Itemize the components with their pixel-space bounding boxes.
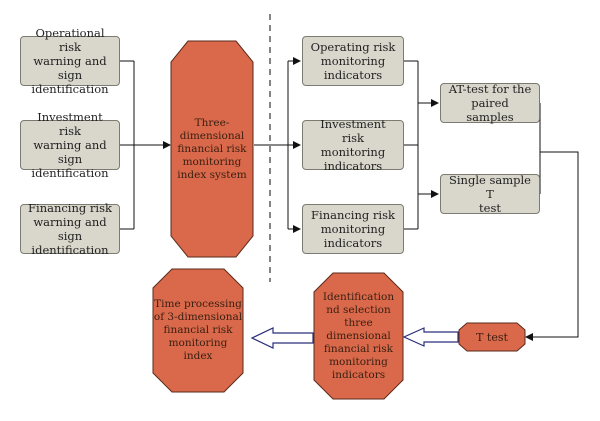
t-test-octagon: T test bbox=[458, 322, 526, 352]
operating-indicators-label: Operating risk monitoring indicators bbox=[310, 40, 396, 82]
hollow-arrow-to-identification bbox=[402, 327, 459, 347]
investment-risk-label: Investment risk warning and sign identif… bbox=[31, 110, 109, 180]
financing-risk-label: Financing risk warning and sign identifi… bbox=[28, 201, 112, 257]
single-sample-test-label: Single sample T test bbox=[449, 173, 531, 215]
connector-line bbox=[530, 103, 579, 338]
t-test-label: T test bbox=[476, 330, 508, 344]
operational-risk-box: Operational risk warning and sign identi… bbox=[20, 26, 120, 96]
paired-samples-test-label: AT-test for the paired samples bbox=[448, 82, 532, 124]
investment-risk-box: Investment risk warning and sign identif… bbox=[20, 110, 120, 180]
operational-risk-label: Operational risk warning and sign identi… bbox=[31, 26, 109, 96]
financing-indicators-box: Financing risk monitoring indicators bbox=[302, 204, 404, 254]
index-system-octagon: Three- dimensional financial risk monito… bbox=[170, 40, 254, 258]
operating-indicators-box: Operating risk monitoring indicators bbox=[302, 36, 404, 86]
time-processing-octagon: Time processing of 3-dimensional financi… bbox=[152, 268, 244, 393]
identification-label: Identification nd selection three dimens… bbox=[322, 290, 395, 381]
financing-indicators-label: Financing risk monitoring indicators bbox=[311, 208, 395, 250]
investment-indicators-label: Investment risk monitoring indicators bbox=[320, 117, 386, 173]
single-sample-test-box: Single sample T test bbox=[440, 173, 540, 215]
identification-octagon: Identification nd selection three dimens… bbox=[313, 272, 404, 400]
paired-samples-test-box: AT-test for the paired samples bbox=[440, 82, 540, 124]
financing-risk-box: Financing risk warning and sign identifi… bbox=[20, 201, 120, 257]
index-system-label: Three- dimensional financial risk monito… bbox=[177, 116, 247, 181]
hollow-arrow-to-time-processing bbox=[250, 327, 314, 349]
investment-indicators-box: Investment risk monitoring indicators bbox=[302, 117, 404, 173]
time-processing-label: Time processing of 3-dimensional financi… bbox=[153, 298, 243, 362]
